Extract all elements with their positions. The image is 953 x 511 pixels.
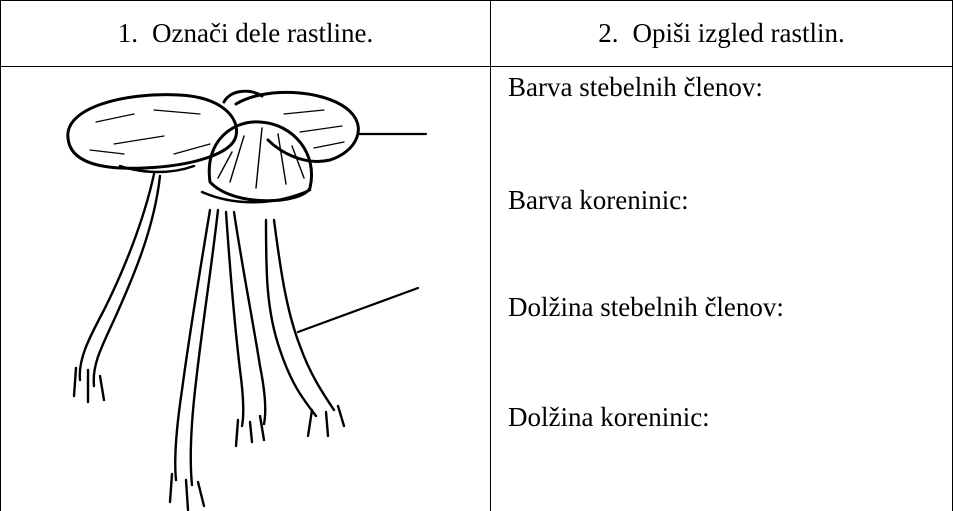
- table-border-left: [0, 0, 1, 511]
- header-text: Opiši izgled rastlin.: [633, 18, 845, 49]
- header-cell-describe: 2. Opiši izgled rastlin.: [491, 0, 952, 66]
- field-stem-length: Dolžina stebelnih členov:: [508, 292, 784, 323]
- header-cell-label-parts: 1. Označi dele rastline.: [1, 0, 490, 66]
- table-divider-header: [0, 66, 953, 67]
- field-stem-color: Barva stebelnih členov:: [508, 72, 763, 103]
- field-root-color: Barva koreninic:: [508, 185, 689, 216]
- leaf-front: [209, 122, 311, 201]
- description-fields: Barva stebelnih členov: Barva koreninic:…: [508, 70, 948, 511]
- duckweed-illustration: [4, 70, 488, 511]
- header-number: 1.: [118, 18, 138, 49]
- leaves-group: [68, 91, 359, 202]
- roots-group: [74, 174, 344, 510]
- table-divider-vertical: [490, 0, 491, 511]
- label-line-root: [298, 288, 418, 332]
- field-root-length: Dolžina koreninic:: [508, 402, 710, 433]
- header-text: Označi dele rastline.: [152, 18, 373, 49]
- header-number: 2.: [598, 18, 618, 49]
